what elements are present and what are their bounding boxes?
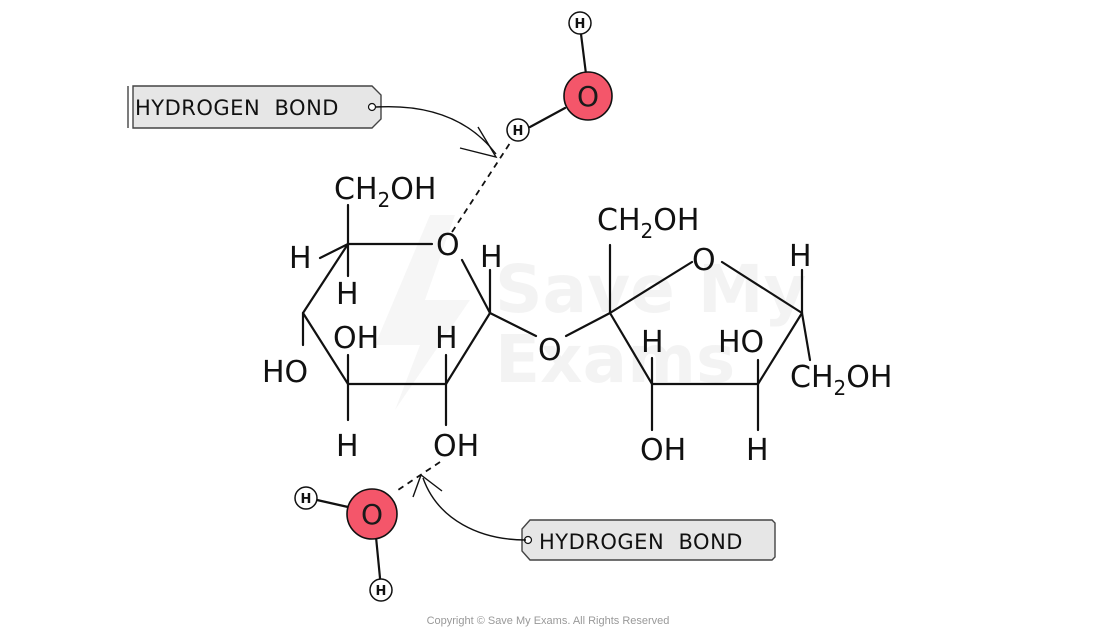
glucose-ring-bonds	[301, 203, 538, 427]
glucose-h-c4-below: H	[336, 429, 359, 464]
hydrogen-bond-label-bottom-text: HYDROGEN BOND	[539, 530, 743, 554]
hydrogen-atom-top-1-label: H	[575, 17, 586, 32]
copyright-notice: Copyright © Save My Exams. All Rights Re…	[427, 615, 670, 627]
glucose-ring-oxygen: O	[436, 228, 460, 263]
oxygen-atom-bottom-label: O	[361, 498, 383, 531]
hydrogen-atom-bottom-1-label: H	[301, 492, 312, 507]
fructose-h-c4-below: H	[746, 433, 769, 468]
fructose-ch2oh-right: CH2OH	[790, 360, 892, 400]
fructose-oh-c3-below: OH	[640, 433, 686, 468]
glycosidic-bond	[564, 311, 612, 338]
arrow-top	[375, 105, 498, 159]
glucose-h-c5-left: H	[289, 241, 312, 276]
hydrogen-atom-bottom-1	[294, 486, 318, 510]
hydrogen-atom-top-1	[568, 11, 592, 35]
hydrogen-atom-bottom-2-label: H	[376, 584, 387, 599]
oxygen-atom-top-label: O	[577, 80, 599, 113]
hydrogen-atom-top-2-label: H	[513, 124, 524, 139]
hydrogen-bond-label-top: HYDROGEN BOND	[127, 85, 382, 129]
glucose-h-c1: H	[480, 240, 503, 275]
oxygen-atom-top	[563, 71, 613, 121]
glucose-oh-c2: OH	[433, 429, 479, 464]
fructose-ring-bonds	[608, 243, 812, 432]
glucose-labels: CH2OH O H H H HO OH H H OH	[262, 172, 503, 464]
hydrogen-atom-bottom-2	[369, 578, 393, 602]
fructose-ch2oh-top: CH2OH	[597, 203, 699, 243]
label-top-pin-icon	[367, 102, 377, 112]
hydrogen-bond-top-dashed	[451, 139, 513, 233]
watermark-text-line2: Exams	[495, 321, 735, 398]
glycosidic-oxygen: O	[538, 333, 562, 368]
water-molecule-bottom: O H H	[294, 486, 398, 602]
hydrogen-bond-bottom-dashed	[394, 461, 441, 493]
glucose-oh-c3: OH	[333, 321, 379, 356]
watermark: Save My Exams	[495, 251, 807, 398]
fructose-h-c5-top: H	[789, 239, 812, 274]
glucose-ch2oh-group: CH2OH	[334, 172, 436, 212]
hydrogen-bond-label-bottom: HYDROGEN BOND	[521, 519, 776, 561]
arrow-bottom	[412, 473, 527, 541]
watermark-text-line1: Save My	[495, 251, 807, 328]
glucose-ho-c4: HO	[262, 355, 308, 390]
glucose-h-c2: H	[435, 321, 458, 356]
glucose-h-c5-below: H	[336, 277, 359, 312]
hydrogen-atom-top-2	[506, 118, 530, 142]
fructose-h-c3: H	[641, 325, 664, 360]
fructose-labels: CH2OH O H H HO CH2OH OH H	[597, 203, 892, 468]
oxygen-atom-bottom	[346, 488, 398, 540]
fructose-ho-c4: HO	[718, 325, 764, 360]
water-molecule-top: O H H	[506, 11, 613, 142]
fructose-ring-oxygen: O	[692, 243, 716, 278]
hydrogen-bond-label-top-text: HYDROGEN BOND	[135, 96, 339, 120]
